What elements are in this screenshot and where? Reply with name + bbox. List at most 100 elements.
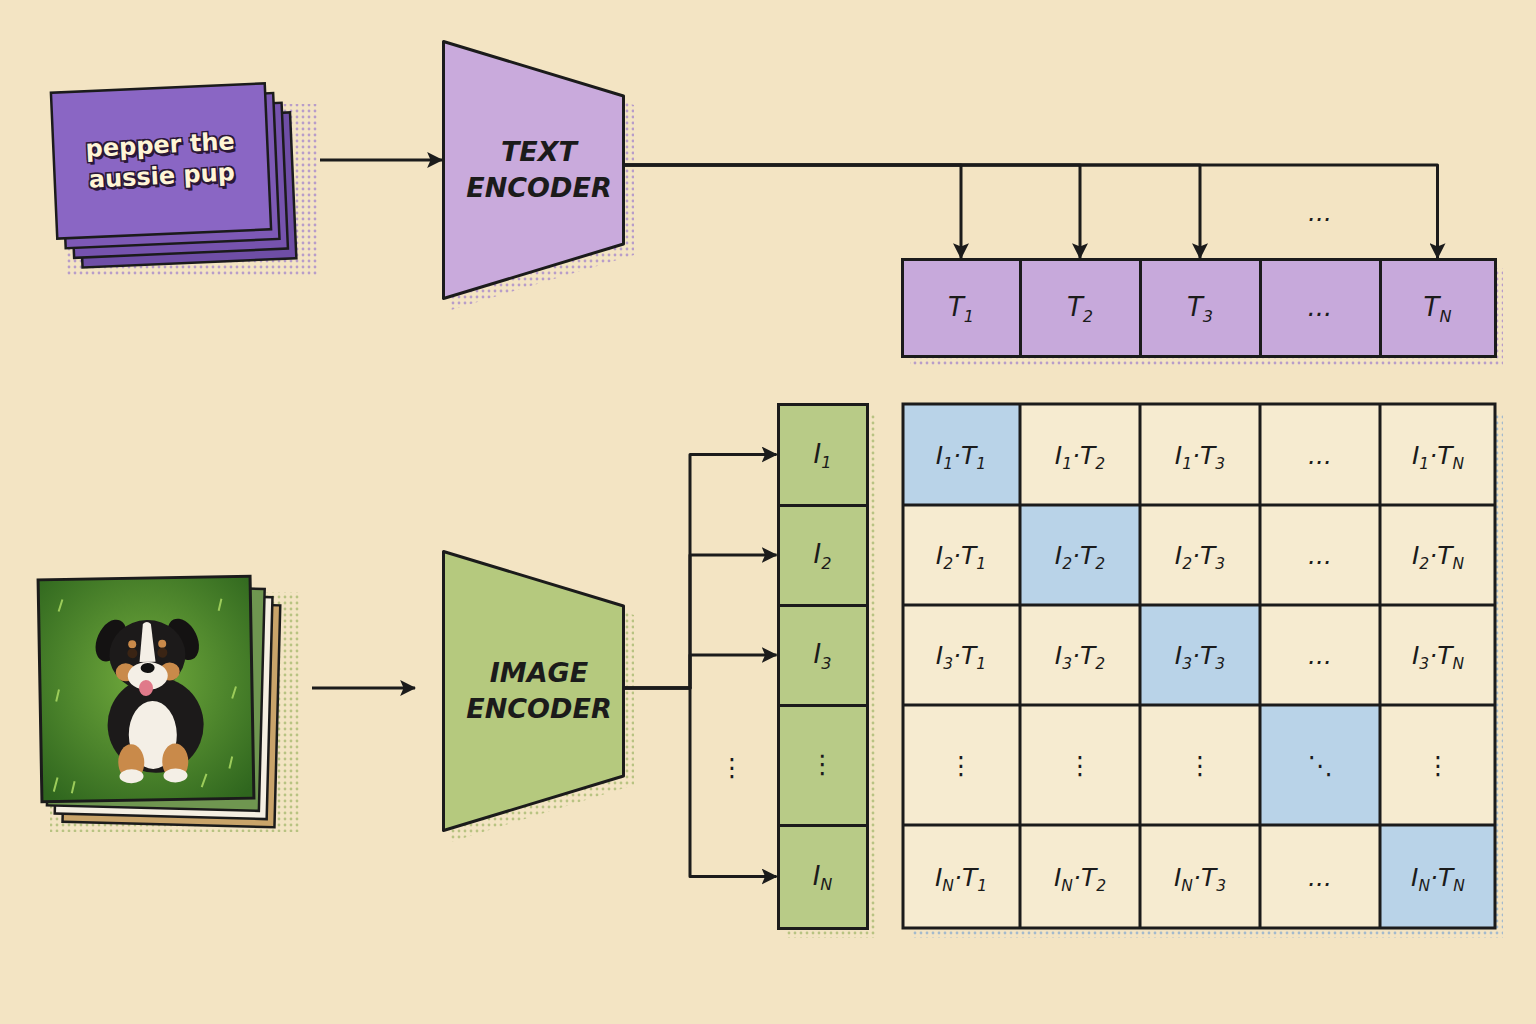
subscript: N [1181,876,1193,894]
flow-arrow [625,165,1438,258]
subscript: N [1061,876,1073,894]
subscript: 1 [977,876,987,894]
flow-arrow [625,455,777,689]
subscript: 3 [1203,307,1213,326]
similarity-cell: I1·T3 [1175,441,1225,470]
puppy-tongue [139,680,153,696]
diagonal-cell [1380,825,1495,928]
encoder-shape [444,42,624,299]
image-embedding: I3 [777,604,869,707]
subscript: 1 [821,453,831,472]
similarity-cell: ... [1308,641,1332,670]
similarity-cell: I2·TN [1412,541,1464,570]
puppy-paw [163,768,187,782]
similarity-cell: IN·T1 [935,863,987,892]
similarity-cell: IN·TN [1411,863,1465,892]
subscript: 1 [976,554,986,572]
similarity-cell: I3·T3 [1175,641,1225,670]
image-embedding: IN [777,824,869,930]
matrix-border [903,404,1495,928]
subscript: 3 [1216,876,1226,894]
similarity-cell: ⋮ [949,751,974,780]
caption-text: pepper the aussie pup [79,126,242,197]
subscript: 2 [1095,654,1105,672]
similarity-cell: I2·T3 [1175,541,1225,570]
subscript: 1 [964,307,974,326]
subscript: N [1452,554,1464,572]
trapezoid-outline [442,40,625,300]
subscript: 1 [1182,454,1192,472]
subscript: 2 [1095,454,1105,472]
similarity-cell: IN·T2 [1054,863,1106,892]
puppy-brow [158,640,166,648]
text-embedding: ... [1259,258,1382,358]
flow-arrow [625,655,777,688]
subscript: N [1452,654,1464,672]
subscript: N [1418,876,1430,894]
subscript: 2 [943,554,953,572]
grass-background [38,576,254,802]
subscript: 2 [1419,554,1429,572]
subscript: 3 [1215,554,1225,572]
text-card-stack: pepper the aussie pup [50,78,320,273]
trapezoid-outline [442,550,625,832]
puppy-nose [141,663,155,673]
similarity-cell: ⋱ [1308,751,1333,780]
flow-arrow [320,159,442,162]
subscript: N [820,875,832,894]
subscript: 2 [1182,554,1192,572]
similarity-cell: I3·TN [1412,641,1464,670]
flow-arrow [625,555,777,688]
embedding-label: T1 [948,292,974,323]
grass-blades [50,596,237,793]
similarity-cell: I2·T2 [1055,541,1105,570]
image-embedding: I1 [777,403,869,507]
flow-arrow [625,165,1200,258]
similarity-cell: I1·TN [1412,441,1464,470]
puppy-head [109,619,186,690]
matrix-fill [903,404,1495,928]
subscript: 3 [1182,654,1192,672]
similarity-cell: ... [1308,541,1332,570]
similarity-cell: ⋮ [1068,751,1093,780]
text-embedding: T1 [901,258,1022,358]
text-embedding: T2 [1019,258,1142,358]
flow-arrow [625,165,1080,258]
subscript: 1 [976,654,986,672]
embedding-label: I1 [814,439,832,470]
diagonal-cell [1020,505,1140,605]
subscript: 2 [1062,554,1072,572]
caption-card [51,83,271,238]
flow-arrow [625,165,961,258]
embedding-label: ... [1308,292,1333,323]
diagonal-cell [1260,705,1380,825]
image-encoder: IMAGE ENCODER [442,550,625,832]
subscript: 1 [976,454,986,472]
similarity-cell: I1·T1 [936,441,986,470]
puppy-eye [157,648,167,658]
encoder-label: IMAGE ENCODER [464,655,614,728]
puppy-paw [119,769,143,783]
subscript: N [1452,454,1464,472]
embedding-label: T3 [1187,292,1213,323]
similarity-cell: ... [1308,863,1332,892]
subscript: 2 [1083,307,1093,326]
grid-lines [903,404,1495,928]
similarity-cell: I2·T1 [936,541,986,570]
puppy-photo [38,576,254,802]
text-embedding: TN [1379,258,1497,358]
subscript: N [1439,307,1451,326]
embedding-label: ⋮ [810,749,836,780]
subscript: 1 [943,454,953,472]
puppy-brow [128,640,136,648]
subscript: 1 [1419,454,1429,472]
similarity-cell: ... [1308,441,1332,470]
similarity-cell: I3·T2 [1055,641,1105,670]
subscript: 3 [943,654,953,672]
subscript: N [942,876,954,894]
subscript: 3 [821,654,831,673]
